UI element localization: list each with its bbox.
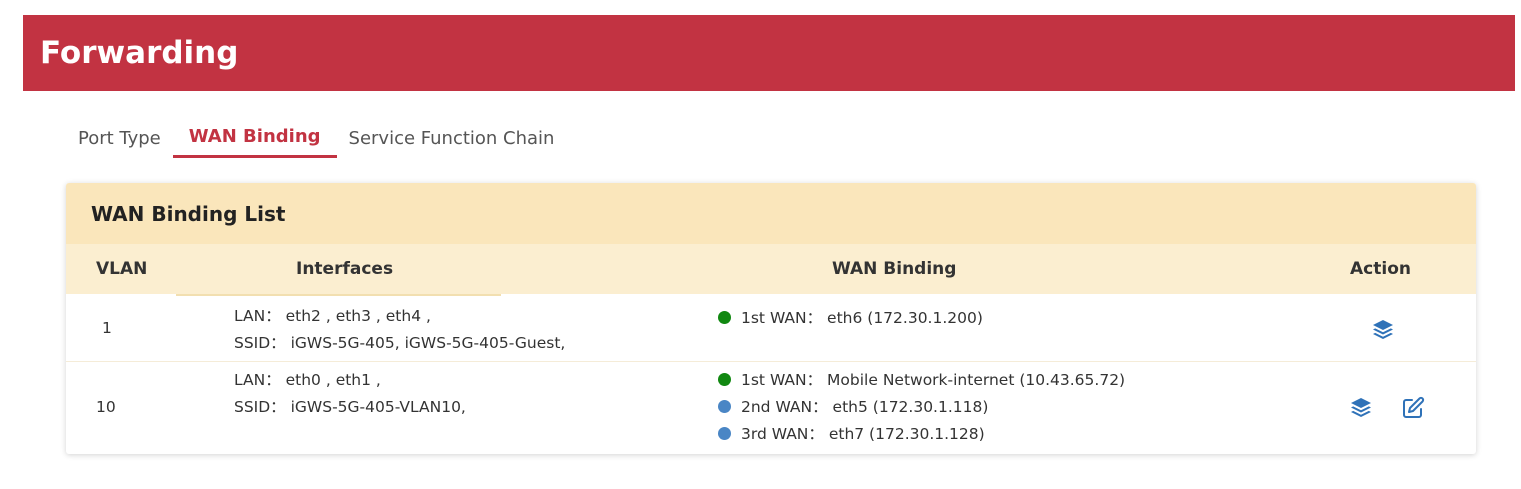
ssid-list: SSID： iGWS-5G-405-VLAN10, <box>234 398 466 416</box>
page-title: Forwarding <box>40 35 239 71</box>
edit-icon[interactable] <box>1401 396 1425 420</box>
ssid-list: SSID： iGWS-5G-405, iGWS-5G-405-Guest, <box>234 334 566 352</box>
tab-service-function-chain[interactable]: Service Function Chain <box>348 128 555 149</box>
wan-label: 1st WAN： eth6 (172.30.1.200) <box>741 309 983 327</box>
column-header-vlan: VLAN <box>96 259 148 279</box>
wan-entry: 1st WAN： eth6 (172.30.1.200) <box>718 305 983 332</box>
wan-label: 3rd WAN： eth7 (172.30.1.128) <box>741 425 985 443</box>
table-header: VLAN Interfaces WAN Binding Action <box>66 244 1476 296</box>
status-dot <box>718 427 731 440</box>
layers-icon-graphic <box>1373 320 1393 339</box>
table-row: 10 LAN： eth0 , eth1 , SSID： iGWS-5G-405-… <box>66 362 1476 454</box>
wan-entry: 3rd WAN： eth7 (172.30.1.128) <box>718 421 1125 448</box>
lan-interfaces: LAN： eth2 , eth3 , eth4 , <box>234 307 431 325</box>
column-header-wan-binding: WAN Binding <box>832 259 957 279</box>
wan-binding-list-card: WAN Binding List VLAN Interfaces WAN Bin… <box>66 183 1476 454</box>
lan-interfaces: LAN： eth0 , eth1 , <box>234 371 381 389</box>
status-dot <box>718 400 731 413</box>
tab-port-type[interactable]: Port Type <box>78 128 161 149</box>
status-dot <box>718 373 731 386</box>
card-title: WAN Binding List <box>66 183 1476 244</box>
table-row: 1 LAN： eth2 , eth3 , eth4 , SSID： iGWS-5… <box>66 294 1476 362</box>
tab-bar: Port Type WAN Binding Service Function C… <box>66 124 566 158</box>
vlan-value: 1 <box>102 319 112 337</box>
tab-wan-binding[interactable]: WAN Binding <box>172 124 337 158</box>
column-header-interfaces: Interfaces <box>296 259 394 279</box>
wan-label: 1st WAN： Mobile Network-internet (10.43.… <box>741 371 1126 389</box>
interfaces-cell: LAN： eth2 , eth3 , eth4 , SSID： iGWS-5G-… <box>234 303 565 357</box>
layers-icon[interactable] <box>1371 318 1395 342</box>
header-divider <box>176 294 501 296</box>
wan-entry: 1st WAN： Mobile Network-internet (10.43.… <box>718 367 1125 394</box>
wan-binding-cell: 1st WAN： Mobile Network-internet (10.43.… <box>718 367 1125 448</box>
wan-binding-cell: 1st WAN： eth6 (172.30.1.200) <box>718 305 983 332</box>
wan-label: 2nd WAN： eth5 (172.30.1.118) <box>741 398 989 416</box>
layers-icon-graphic <box>1351 398 1371 417</box>
column-header-action: Action <box>1350 259 1411 279</box>
page-header: Forwarding <box>23 15 1515 91</box>
interfaces-cell: LAN： eth0 , eth1 , SSID： iGWS-5G-405-VLA… <box>234 367 466 421</box>
layers-icon[interactable] <box>1349 396 1373 420</box>
status-dot <box>718 311 731 324</box>
wan-entry: 2nd WAN： eth5 (172.30.1.118) <box>718 394 1125 421</box>
vlan-value: 10 <box>96 398 116 416</box>
edit-icon-graphic <box>1403 396 1425 418</box>
